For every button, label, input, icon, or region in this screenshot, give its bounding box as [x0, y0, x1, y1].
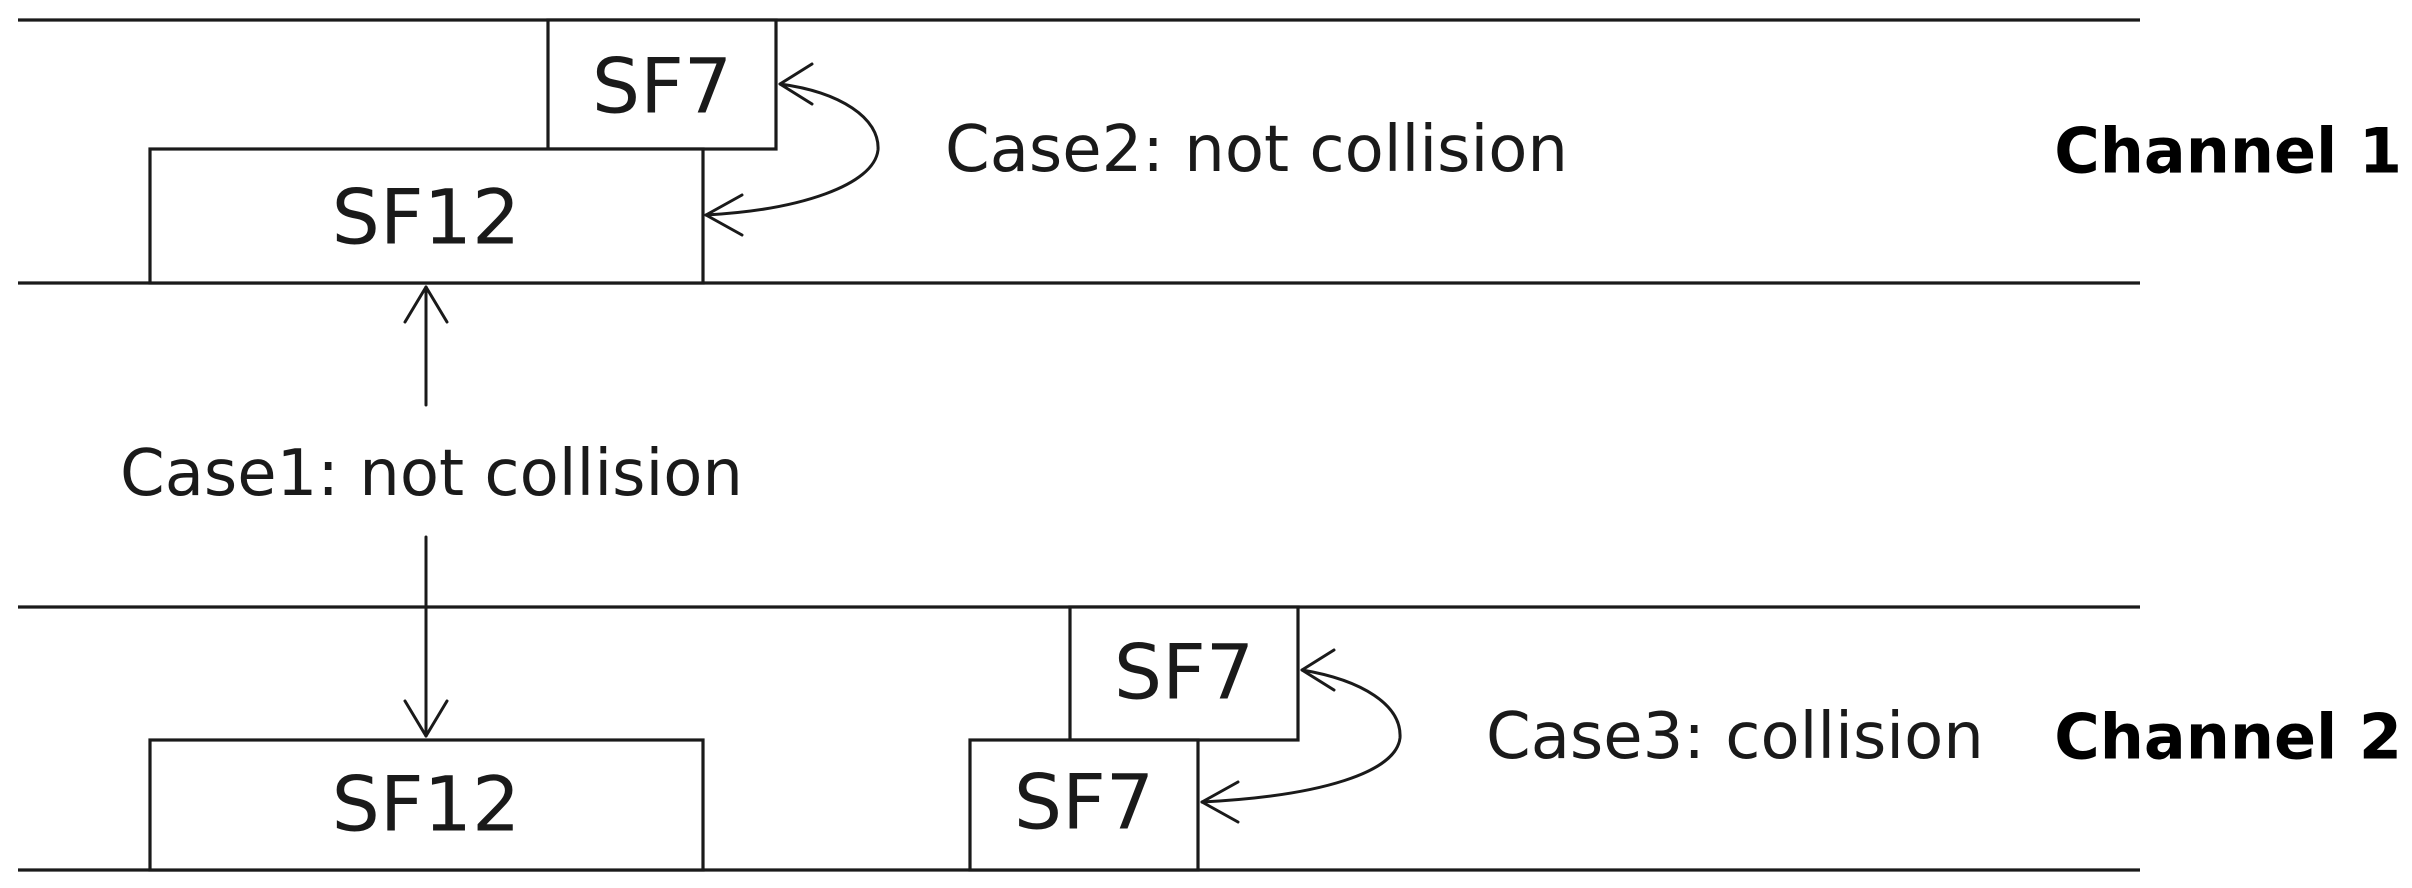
packet-ch1-sf7: SF7: [546, 18, 778, 151]
case2-curved-arrow: [704, 62, 880, 237]
packet-ch1-sf12: SF12: [148, 147, 705, 285]
packet-ch2-sf12-label: SF12: [332, 760, 521, 849]
case3-curved-arrow: [1200, 648, 1402, 824]
packet-ch2-sf7-top: SF7: [1068, 605, 1300, 742]
packet-ch1-sf7-label: SF7: [592, 42, 732, 131]
packet-ch2-sf7-bottom: SF7: [968, 738, 1200, 872]
channel-1-label: Channel 1: [2054, 115, 2402, 188]
case2-label: Case2: not collision: [945, 113, 1568, 187]
case3-label: Case3: collision: [1486, 700, 1984, 774]
packet-ch2-sf7-bottom-label: SF7: [1014, 758, 1154, 847]
case1-label: Case1: not collision: [120, 437, 743, 511]
packet-ch1-sf12-label: SF12: [332, 173, 521, 262]
packet-ch2-sf12: SF12: [148, 738, 705, 872]
case1-up-arrow: [403, 285, 449, 407]
packet-ch2-sf7-top-label: SF7: [1114, 628, 1254, 717]
channel-2-label: Channel 2: [2054, 701, 2402, 774]
case1-down-arrow: [403, 535, 449, 738]
